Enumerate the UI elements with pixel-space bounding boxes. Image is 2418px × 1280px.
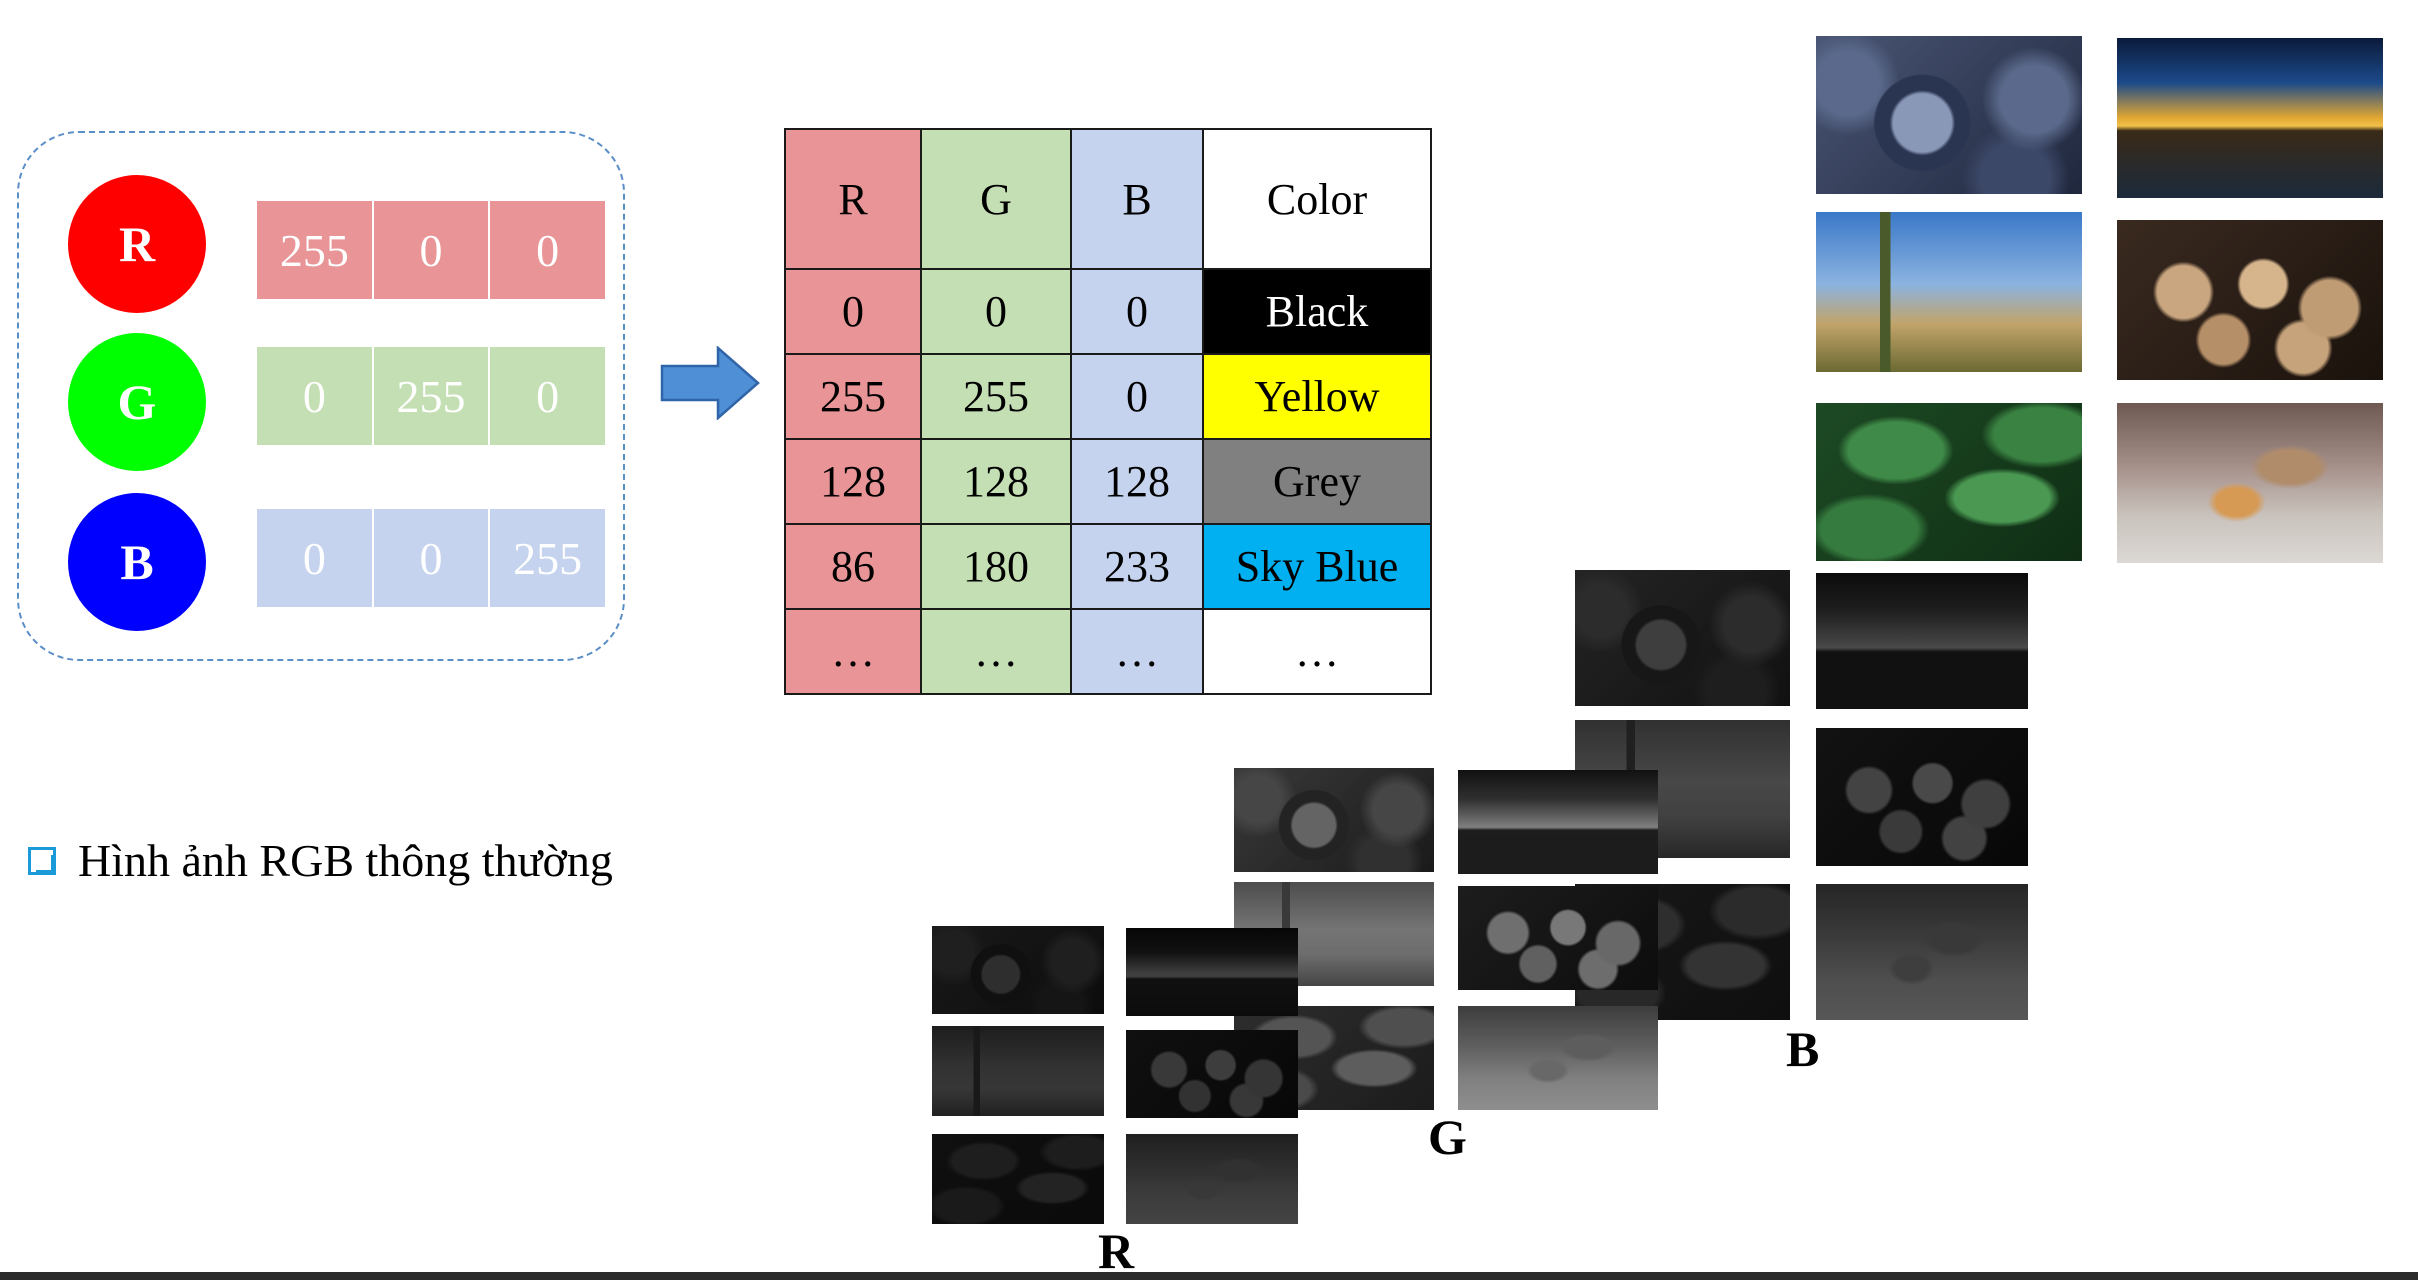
cell-r: 255: [784, 353, 922, 440]
cell-g: 0: [920, 268, 1072, 355]
value-cell: 0: [488, 201, 605, 299]
color-swatch-sky-blue: Sky Blue: [1202, 523, 1432, 610]
photo-walnuts: [2117, 220, 2383, 380]
value-cell: 0: [302, 532, 326, 584]
value-cell: 0: [488, 347, 605, 445]
g-channel-blueberries: [1234, 768, 1434, 872]
value-cell: 0: [371, 201, 489, 299]
table-header-row: R G B Color: [784, 128, 1432, 270]
cell-g: …: [920, 608, 1072, 695]
photo-blueberries: [1816, 36, 2082, 194]
g-channel-cat: [1458, 1006, 1658, 1110]
g-stack-label: G: [1428, 1109, 1467, 1165]
red-channel-circle: R: [68, 175, 206, 313]
cell-b: 0: [1070, 268, 1204, 355]
r-channel-blueberries: [932, 926, 1104, 1014]
header-color: Color: [1202, 128, 1432, 270]
caption-text: Hình ảnh RGB thông thường: [78, 835, 613, 886]
color-swatch-grey: Grey: [1202, 438, 1432, 525]
cell-b: 0: [1070, 353, 1204, 440]
green-channel-circle: G: [68, 333, 206, 471]
blue-values-row: 0 0 255: [257, 509, 605, 607]
value-cell: 0: [302, 370, 326, 422]
color-swatch-ellipsis: …: [1202, 608, 1432, 695]
photo-cat: [2117, 403, 2383, 563]
cell-g: 180: [920, 523, 1072, 610]
r-channel-cat: [1126, 1134, 1298, 1224]
r-channel-sunset: [1126, 928, 1298, 1016]
r-stack-label: R: [1098, 1223, 1135, 1279]
value-cell: 255: [279, 224, 349, 276]
color-swatch-yellow: Yellow: [1202, 353, 1432, 440]
b-channel-cat: [1816, 884, 2028, 1020]
g-channel-walnuts: [1458, 886, 1658, 990]
b-channel-blueberries: [1575, 570, 1790, 706]
caption: Hình ảnh RGB thông thường: [28, 834, 613, 887]
rgb-channel-panel: R G B 255 0 0 0 255 0 0 0 255: [17, 131, 625, 661]
green-values-row: 0 255 0: [257, 347, 605, 445]
table-row: … … … …: [784, 608, 1432, 695]
r-channel-walnuts: [1126, 1030, 1298, 1118]
b-stack-label: B: [1786, 1021, 1820, 1077]
value-cell: 0: [371, 509, 489, 607]
cell-b: …: [1070, 608, 1204, 695]
cell-r: 128: [784, 438, 922, 525]
cell-g: 255: [920, 353, 1072, 440]
cell-r: …: [784, 608, 922, 695]
table-row: 86 180 233 Sky Blue: [784, 523, 1432, 610]
cell-g: 128: [920, 438, 1072, 525]
checkbox-bullet-icon: [28, 846, 56, 875]
table-row: 128 128 128 Grey: [784, 438, 1432, 525]
g-channel-sunset: [1458, 770, 1658, 874]
header-g: G: [920, 128, 1072, 270]
b-channel-sunset: [1816, 573, 2028, 709]
blue-channel-circle: B: [68, 493, 206, 631]
r-channel-cactus: [932, 1026, 1104, 1116]
value-cell: 255: [488, 509, 605, 607]
color-swatch-black: Black: [1202, 268, 1432, 355]
table-row: 255 255 0 Yellow: [784, 353, 1432, 440]
cell-b: 233: [1070, 523, 1204, 610]
bottom-border: [0, 1272, 2418, 1280]
b-channel-walnuts: [1816, 728, 2028, 866]
cell-r: 0: [784, 268, 922, 355]
photo-sunset: [2117, 38, 2383, 198]
right-arrow-icon: [660, 346, 760, 420]
value-cell: 255: [371, 347, 489, 445]
cell-r: 86: [784, 523, 922, 610]
r-channel-leaves: [932, 1134, 1104, 1224]
table-row: 0 0 0 Black: [784, 268, 1432, 355]
rgb-color-table: R G B Color 0 0 0 Black 255 255 0 Yellow…: [784, 128, 1432, 695]
photo-cactus: [1816, 212, 2082, 372]
header-r: R: [784, 128, 922, 270]
photo-leaves: [1816, 403, 2082, 561]
cell-b: 128: [1070, 438, 1204, 525]
header-b: B: [1070, 128, 1204, 270]
red-values-row: 255 0 0: [257, 201, 605, 299]
